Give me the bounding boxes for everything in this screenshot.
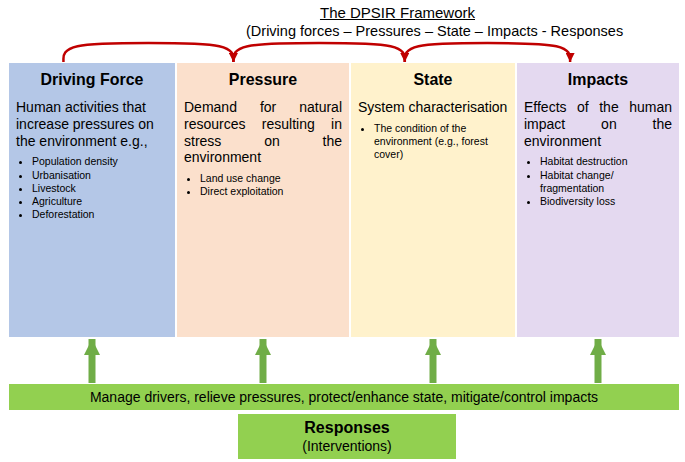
stage-box: ImpactsEffects of the human impact on th…	[516, 62, 680, 338]
example-item: Urbanisation	[32, 169, 168, 182]
example-item: Livestock	[32, 182, 168, 195]
stage-heading: Pressure	[184, 71, 342, 89]
response-text: (Interventions)	[302, 438, 391, 454]
flow-arrow	[405, 43, 570, 62]
response-arrow	[89, 339, 96, 383]
stage-box: PressureDemand for natural resources res…	[176, 62, 350, 338]
stage-box: Driving ForceHuman activities that incre…	[8, 62, 176, 338]
response-band: Manage drivers, relieve pressures, prote…	[8, 383, 680, 411]
example-list: Population densityUrbanisationLivestockA…	[16, 155, 168, 221]
example-item: Habitat change/ fragmentation	[540, 169, 672, 195]
example-item: Deforestation	[32, 208, 168, 221]
stage-description: System characterisation	[358, 99, 508, 116]
example-list: The condition of the environment (e.g., …	[358, 122, 508, 161]
example-item: Biodiversity loss	[540, 195, 672, 208]
example-item: Direct exploitation	[200, 185, 342, 198]
response-arrow	[260, 339, 267, 383]
response-box: Responses(Interventions)	[237, 413, 457, 460]
example-list: Habitat destructionHabitat change/ fragm…	[524, 155, 672, 208]
title: The DPSIR Framework	[0, 4, 685, 21]
example-list: Land use changeDirect exploitation	[184, 172, 342, 198]
stage-description: Effects of the human impact on the envir…	[524, 99, 672, 149]
example-item: The condition of the environment (e.g., …	[374, 122, 508, 161]
stage-description: Human activities that increase pressures…	[16, 99, 168, 149]
flow-arrow	[233, 43, 404, 62]
stage-heading: Driving Force	[16, 71, 168, 89]
example-item: Habitat destruction	[540, 155, 672, 168]
response-text: Manage drivers, relieve pressures, prote…	[90, 389, 598, 405]
flow-arrow	[63, 43, 233, 62]
example-item: Land use change	[200, 172, 342, 185]
example-item: Agriculture	[32, 195, 168, 208]
subtitle: (Driving forces – Pressures – State – Im…	[246, 23, 623, 39]
response-arrow	[430, 339, 437, 383]
stage-box: StateSystem characterisationThe conditio…	[350, 62, 516, 338]
stage-description: Demand for natural resources resulting i…	[184, 99, 342, 166]
example-item: Population density	[32, 155, 168, 168]
response-heading: Responses	[304, 419, 389, 437]
stage-heading: Impacts	[524, 71, 672, 89]
response-arrow	[595, 339, 602, 383]
stage-heading: State	[358, 71, 508, 89]
